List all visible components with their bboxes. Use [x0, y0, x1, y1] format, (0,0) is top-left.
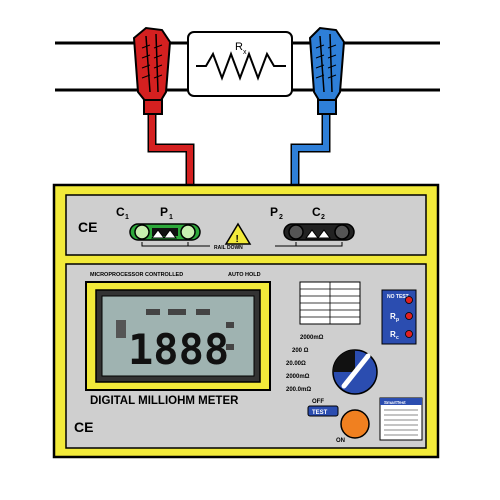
- terminal-p1-socket: [180, 224, 196, 240]
- label-c2: C: [312, 205, 321, 219]
- indicator-rc-sub: c: [396, 335, 399, 341]
- blue-clip: [308, 26, 346, 115]
- test-button-label-plate: [307, 405, 339, 417]
- header-right: AUTO HOLD: [228, 272, 261, 278]
- resistor-label: R: [235, 41, 243, 53]
- indicator-rc-label: R: [390, 330, 396, 339]
- label-p1-sub: 1: [169, 214, 173, 221]
- test-button[interactable]: [340, 409, 370, 439]
- test-label: TEST: [312, 410, 328, 416]
- terminal-c1-socket: [134, 224, 150, 240]
- indicator-rp-light: [405, 312, 413, 320]
- indicator-rc-light: [405, 330, 413, 338]
- range-label-4: 2000mΩ: [286, 374, 310, 380]
- label-p1: P: [160, 205, 168, 219]
- on-label: ON: [336, 438, 345, 444]
- pin-triangle-right-icon: [305, 229, 331, 239]
- terminal-p2-socket: [288, 224, 304, 240]
- terminal-c2-socket: [334, 224, 350, 240]
- brand-label: SmartTest: [384, 400, 406, 405]
- range-labels: 2000mΩ 200 Ω 20.00Ω 2000mΩ 200.0mΩ OFF: [286, 335, 324, 405]
- ce-mark-top: CE: [78, 219, 97, 235]
- pin-triangle-left-icon: [151, 229, 177, 239]
- range-label-5: 200.0mΩ: [286, 387, 311, 393]
- off-label: OFF: [312, 399, 324, 405]
- indicator-rp-label: R: [390, 312, 396, 321]
- range-label-3: 20.00Ω: [286, 361, 306, 367]
- indicator-no-test-light: [405, 296, 413, 304]
- range-label-2: 200 Ω: [292, 348, 309, 354]
- resistor-subscript: x: [243, 49, 247, 56]
- range-label-1: 2000mΩ: [300, 335, 324, 341]
- ce-mark-bottom: CE: [74, 419, 93, 435]
- label-p2-sub: 2: [279, 214, 283, 221]
- red-clip: [132, 26, 172, 115]
- indicator-rp-sub: p: [396, 317, 399, 323]
- rail-label: RAIL DOWN: [214, 245, 243, 251]
- range-selector-knob[interactable]: [332, 349, 378, 395]
- label-c2-sub: 2: [321, 214, 325, 221]
- lcd-reading: 1888: [128, 325, 229, 374]
- label-p2: P: [270, 205, 278, 219]
- indicator-no-test-label: NO TEST: [387, 294, 409, 300]
- label-c1: C: [116, 205, 125, 219]
- range-table: [299, 281, 361, 325]
- indicator-panel: NO TEST R p R c: [381, 289, 417, 345]
- header-left: MICROPROCESSOR CONTROLLED: [90, 272, 183, 278]
- terminal-panel: CE C 1 P 1 P 2 C 2 RAIL DOWN !: [65, 194, 427, 256]
- warning-icon: !: [224, 222, 252, 245]
- svg-text:!: !: [236, 234, 239, 245]
- meter-title: DIGITAL MILLIOHM METER: [90, 395, 239, 407]
- resistor-rx: R x: [187, 31, 293, 97]
- control-panel: MICROPROCESSOR CONTROLLED AUTO HOLD 1888…: [65, 263, 427, 449]
- label-c1-sub: 1: [125, 214, 129, 221]
- lead-plug-red: [152, 228, 178, 236]
